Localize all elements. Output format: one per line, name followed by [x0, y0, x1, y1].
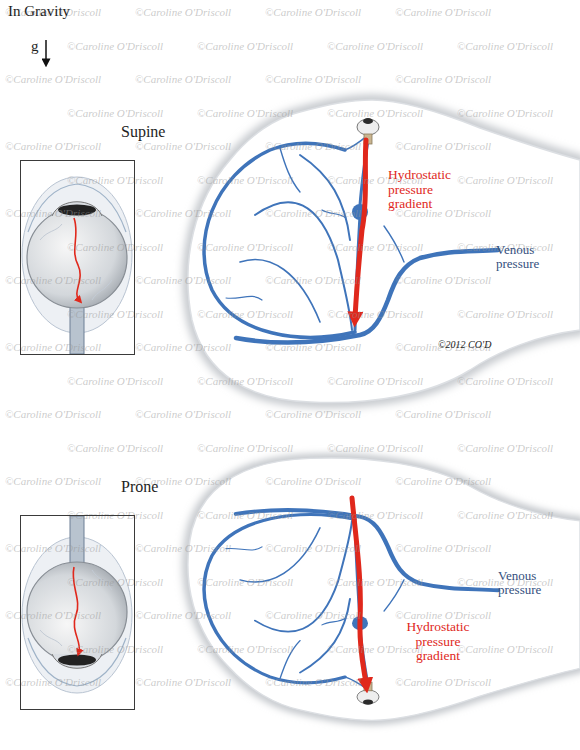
watermark: ©Caroline O'Driscoll: [395, 475, 491, 487]
watermark: ©Caroline O'Driscoll: [327, 241, 423, 253]
watermark: ©Caroline O'Driscoll: [67, 40, 163, 52]
inset-box: Prone: [20, 515, 135, 710]
watermark: ©Caroline O'Driscoll: [67, 174, 163, 186]
watermark: ©Caroline O'Driscoll: [327, 442, 423, 454]
watermark: ©Caroline O'Driscoll: [135, 140, 231, 152]
watermark: ©Caroline O'Driscoll: [265, 341, 361, 353]
watermark: ©Caroline O'Driscoll: [67, 107, 163, 119]
watermark: ©Caroline O'Driscoll: [197, 40, 293, 52]
watermark: ©Caroline O'Driscoll: [395, 6, 491, 18]
watermark: ©Caroline O'Driscoll: [197, 442, 293, 454]
watermark: ©Caroline O'Driscoll: [265, 73, 361, 85]
watermark: ©Caroline O'Driscoll: [135, 6, 231, 18]
watermark: ©Caroline O'Driscoll: [395, 542, 491, 554]
watermark: ©Caroline O'Driscoll: [265, 609, 361, 621]
watermark: ©Caroline O'Driscoll: [135, 341, 231, 353]
watermark: ©Caroline O'Driscoll: [197, 509, 293, 521]
watermark: ©Caroline O'Driscoll: [327, 375, 423, 387]
annotation-label: Venous pressure: [496, 243, 558, 271]
watermark: ©Caroline O'Driscoll: [395, 274, 491, 286]
figure-heading: In Gravity: [8, 3, 70, 19]
watermark: ©Caroline O'Driscoll: [197, 241, 293, 253]
watermark: ©Caroline O'Driscoll: [5, 73, 101, 85]
watermark: ©Caroline O'Driscoll: [395, 408, 491, 420]
pressure-arrow: [355, 140, 366, 318]
watermark: ©Caroline O'Driscoll: [67, 442, 163, 454]
watermark: ©Caroline O'Driscoll: [197, 643, 293, 655]
watermark: ©Caroline O'Driscoll: [457, 107, 553, 119]
watermark: ©Caroline O'Driscoll: [265, 207, 361, 219]
watermark: ©Caroline O'Driscoll: [197, 107, 293, 119]
watermark: ©Caroline O'Driscoll: [67, 576, 163, 588]
watermark: ©Caroline O'Driscoll: [135, 73, 231, 85]
watermark: ©Caroline O'Driscoll: [457, 174, 553, 186]
watermark: ©Caroline O'Driscoll: [67, 643, 163, 655]
watermark: ©Caroline O'Driscoll: [197, 308, 293, 320]
watermark: ©Caroline O'Driscoll: [5, 475, 101, 487]
panel-heading: Prone: [121, 478, 158, 496]
watermark: ©Caroline O'Driscoll: [265, 274, 361, 286]
watermark: ©Caroline O'Driscoll: [457, 40, 553, 52]
watermark: ©Caroline O'Driscoll: [265, 542, 361, 554]
watermark: ©Caroline O'Driscoll: [197, 375, 293, 387]
watermark: ©Caroline O'Driscoll: [135, 676, 231, 688]
pressure-arrow: [74, 218, 80, 300]
watermark: ©Caroline O'Driscoll: [135, 609, 231, 621]
watermark: ©Caroline O'Driscoll: [327, 643, 423, 655]
watermark: ©Caroline O'Driscoll: [457, 643, 553, 655]
watermark: ©Caroline O'Driscoll: [395, 676, 491, 688]
watermark: ©Caroline O'Driscoll: [327, 107, 423, 119]
watermark: ©Caroline O'Driscoll: [265, 475, 361, 487]
watermark: ©Caroline O'Driscoll: [135, 542, 231, 554]
supine-eye: [22, 177, 132, 354]
watermark: ©Caroline O'Driscoll: [67, 308, 163, 320]
annotation-label: Venous pressure: [498, 569, 560, 597]
copyright-note: ©2012 CO'D: [438, 340, 491, 351]
watermark: ©Caroline O'Driscoll: [5, 140, 101, 152]
watermark: ©Caroline O'Driscoll: [457, 509, 553, 521]
watermark: ©Caroline O'Driscoll: [327, 576, 423, 588]
watermark: ©Caroline O'Driscoll: [327, 509, 423, 521]
watermark: ©Caroline O'Driscoll: [135, 274, 231, 286]
watermark: ©Caroline O'Driscoll: [197, 576, 293, 588]
watermark: ©Caroline O'Driscoll: [135, 207, 231, 219]
watermark: ©Caroline O'Driscoll: [197, 174, 293, 186]
watermark: ©Caroline O'Driscoll: [135, 408, 231, 420]
prone-head: [188, 458, 580, 720]
annotation-label: Hydrostatic pressure gradient: [398, 620, 478, 664]
watermark: ©Caroline O'Driscoll: [327, 308, 423, 320]
panel-heading: Supine: [121, 123, 165, 141]
watermark: ©Caroline O'Driscoll: [265, 408, 361, 420]
watermark: ©Caroline O'Driscoll: [395, 140, 491, 152]
supine-head: [188, 100, 580, 403]
watermark: ©Caroline O'Driscoll: [67, 375, 163, 387]
watermark: ©Caroline O'Driscoll: [457, 442, 553, 454]
watermark: ©Caroline O'Driscoll: [265, 676, 361, 688]
watermark: ©Caroline O'Driscoll: [5, 408, 101, 420]
gravity-arrow: [45, 40, 47, 62]
inset-box: Supine: [20, 160, 135, 355]
pressure-arrow: [352, 498, 366, 684]
watermark: ©Caroline O'Driscoll: [67, 241, 163, 253]
watermark: ©Caroline O'Driscoll: [327, 40, 423, 52]
watermark: ©Caroline O'Driscoll: [457, 308, 553, 320]
gravity-symbol: g: [31, 38, 39, 54]
watermark: ©Caroline O'Driscoll: [265, 140, 361, 152]
annotation-label: Hydrostatic pressure gradient: [388, 168, 466, 212]
watermark: ©Caroline O'Driscoll: [265, 6, 361, 18]
watermark: ©Caroline O'Driscoll: [457, 375, 553, 387]
watermark: ©Caroline O'Driscoll: [395, 73, 491, 85]
